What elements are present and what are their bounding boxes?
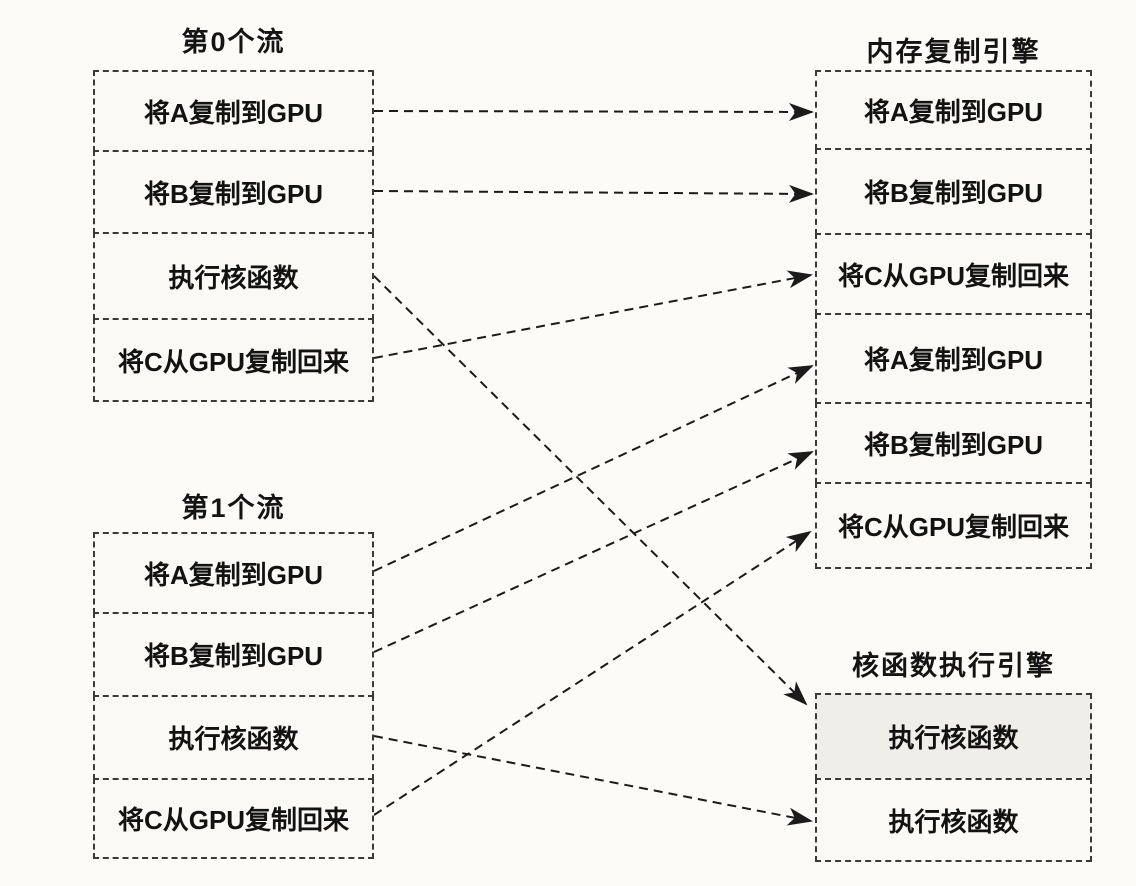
memory-engine-task-0: 将A复制到GPU [815, 70, 1092, 150]
memory-engine-task-1: 将B复制到GPU [815, 148, 1092, 235]
stream1-title: 第1个流 [181, 493, 286, 523]
arrow-stream1-task-0-to-memory-engine-task-3 [373, 365, 814, 572]
stream0-task-2: 执行核函数 [93, 232, 374, 320]
arrow-stream1-task-1-to-memory-engine-task-4 [373, 451, 814, 653]
memory-engine-task-2: 将C从GPU复制回来 [815, 233, 1092, 315]
arrow-stream1-task-3-to-memory-engine-task-5 [373, 530, 812, 816]
memory-engine-title: 内存复制引擎 [866, 37, 1041, 67]
memory-engine-task-3: 将A复制到GPU [815, 313, 1092, 404]
stream1-task-2: 执行核函数 [93, 695, 374, 780]
arrow-stream0-task-0-to-memory-engine-task-0 [373, 102, 814, 121]
kernel-engine-title: 核函数执行引擎 [852, 651, 1055, 681]
stream0-title: 第0个流 [181, 27, 286, 57]
stream0-task-0: 将A复制到GPU [93, 70, 374, 152]
arrow-stream0-task-3-to-memory-engine-task-2 [373, 270, 813, 359]
arrow-stream1-task-2-to-kernel-engine-task-1 [373, 735, 813, 826]
arrow-stream0-task-2-to-kernel-engine-task-0 [373, 275, 808, 706]
kernel-engine-task-0: 执行核函数 [815, 693, 1092, 780]
memory-engine-task-5: 将C从GPU复制回来 [815, 482, 1092, 569]
kernel-engine-task-1: 执行核函数 [815, 778, 1092, 862]
stream0-task-1: 将B复制到GPU [93, 150, 374, 234]
arrow-stream0-task-1-to-memory-engine-task-1 [373, 184, 814, 203]
memory-engine-task-4: 将B复制到GPU [815, 402, 1092, 484]
stream1-task-1: 将B复制到GPU [93, 612, 374, 697]
stream1-task-0: 将A复制到GPU [93, 532, 374, 614]
stream1-task-3: 将C从GPU复制回来 [93, 778, 374, 859]
stream0-task-3: 将C从GPU复制回来 [93, 318, 374, 402]
